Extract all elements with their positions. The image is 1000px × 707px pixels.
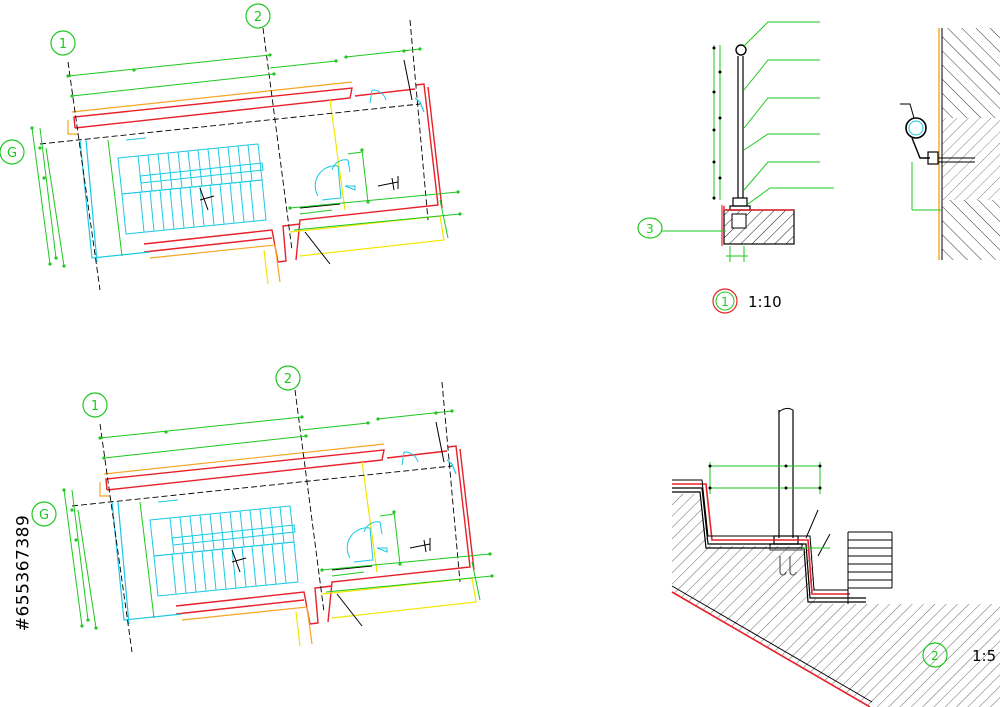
detail-2-number: 2 [931,649,939,663]
grid-bubble-1: 1 [50,30,76,56]
detail-1-number: 1 [721,295,729,309]
section-marker-label: 3 [646,222,654,236]
wall-bracket-detail [900,28,1000,260]
grid-label-2: 2 [284,372,292,387]
handrail-section [735,44,747,56]
grid-label-1: 1 [91,399,99,414]
grid-label-g: G [7,146,17,161]
detail-2-title: 2 1:5 [922,642,996,668]
stock-image-id-text: #655367389 [13,514,33,632]
railing-detail-1: 3 1 1:10 [637,21,834,314]
grid-bubble-2: 2 [275,365,301,391]
detail-2-scale: 1:5 [972,647,996,665]
section-marker-3: 3 [637,217,663,239]
floor-plan-top: 1 2 G [0,3,463,291]
grid-bubble-g: G [0,139,25,165]
grid-bubble-g: G [31,501,57,527]
detail-1-title: 1 1:10 [712,288,782,314]
detail-1-scale: 1:10 [748,293,782,311]
grid-bubble-1: 1 [82,392,108,418]
grid-bubble-2: 2 [245,3,271,29]
stock-image-id: #655367389 [8,478,38,668]
railing-detail-2: 2 1:5 [671,407,1000,707]
grid-label-2: 2 [254,10,262,25]
grid-label-1: 1 [59,37,67,52]
floor-plan-bottom: 1 2 G [31,365,495,653]
grid-label-g: G [39,508,49,523]
